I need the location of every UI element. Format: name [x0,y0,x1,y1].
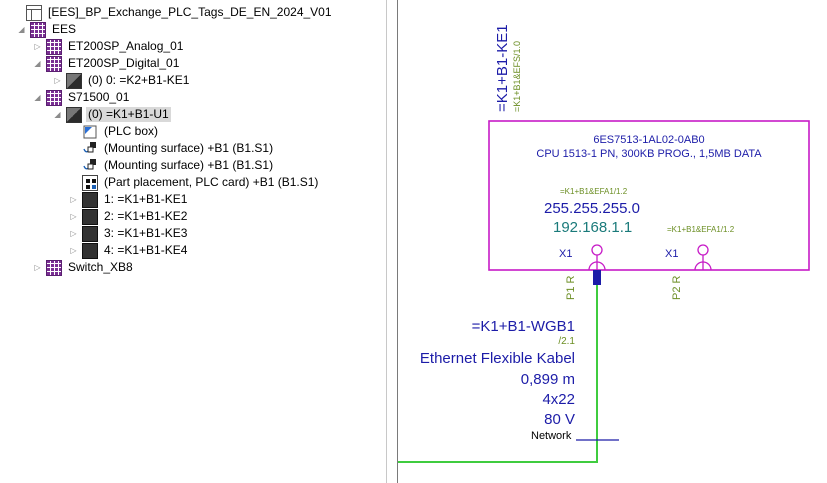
device-group-icon [46,89,62,106]
tree-item-label: (Part placement, PLC card) +B1 (B1.S1) [104,175,319,189]
tree-item-label: ET200SP_Analog_01 [68,39,184,53]
expand-arrow-icon[interactable]: ▷ [70,229,77,238]
plc-device-icon [66,72,82,89]
collapse-arrow-icon[interactable]: ◢ [34,93,41,102]
tree-item[interactable]: ◢ (0) =K1+B1-U1 [52,106,171,123]
tree-item[interactable]: (Part placement, PLC card) +B1 (B1.S1) [68,174,320,191]
port-x1-right-label: X1 [665,248,678,260]
collapse-arrow-icon[interactable]: ◢ [18,25,25,34]
tree-item-label: (PLC box) [104,124,159,138]
tree-item-label: EES [52,22,77,36]
expand-arrow-icon[interactable]: ▷ [70,246,77,255]
port-p1-symbol[interactable] [588,244,606,271]
tree-item-label: (0) 0: =K2+B1-KE1 [88,73,190,87]
ip-address: 192.168.1.1 [553,219,632,236]
mounting-surface-icon [82,158,98,174]
plc-device-icon [66,106,82,123]
tree-item-label: (Mounting surface) +B1 (B1.S1) [104,141,274,155]
expand-arrow-icon [68,160,79,171]
plc-box[interactable] [488,120,810,271]
mounting-surface-icon [82,141,98,157]
tree-item-label: S71500_01 [68,90,130,104]
tree-item[interactable]: (Mounting surface) +B1 (B1.S1) [68,157,275,174]
tree-item[interactable]: ◢ EES [16,21,78,38]
device-group-icon [46,259,62,276]
port-p1-name: P1 R [565,275,577,300]
tree-item[interactable]: (PLC box) [68,123,160,140]
expand-arrow-icon [68,177,79,188]
tree-item[interactable]: ▷ 3: =K1+B1-KE3 [68,225,189,242]
schematic-canvas[interactable]: =K1+B1-KE1 =K1+B1&EFS/1.0 6ES7513-1AL02-… [398,0,827,483]
plc-card-icon [82,208,98,225]
plc-card-icon [82,225,98,242]
tree-item-label: 3: =K1+B1-KE3 [104,226,188,240]
part-number: 6ES7513-1AL02-0AB0 [593,134,704,146]
tree-item-label: 4: =K1+B1-KE4 [104,243,188,257]
plc-card-icon [82,242,98,259]
tree-item[interactable]: ▷ (0) 0: =K2+B1-KE1 [52,72,191,89]
expand-arrow-icon[interactable]: ▷ [34,263,41,272]
cross-reference-right: =K1+B1&EFA1/1.2 [667,225,735,234]
panel-splitter[interactable] [386,0,387,483]
port-p2-symbol[interactable] [694,244,712,271]
plc-card-icon [82,191,98,208]
plc-description: CPU 1513-1 PN, 300KB PROG., 1,5MB DATA [536,148,762,160]
cable-type: Ethernet Flexible Kabel [420,350,575,367]
cross-reference-left: =K1+B1&EFA1/1.2 [560,187,628,196]
part-placement-icon [82,174,98,191]
tree-item-label: 1: =K1+B1-KE1 [104,192,188,206]
cable-connection-point[interactable] [593,270,601,285]
expand-arrow-icon[interactable]: ▷ [70,212,77,221]
collapse-arrow-icon[interactable]: ◢ [54,110,61,119]
tree-item-label: (0) =K1+B1-U1 [86,107,171,122]
cable-tag[interactable]: =K1+B1-WGB1 [472,318,575,335]
tree-item[interactable]: ▷ ET200SP_Analog_01 [32,38,185,55]
tree-item[interactable]: ▷ Switch_XB8 [32,259,135,276]
tree-item[interactable]: (Mounting surface) +B1 (B1.S1) [68,140,275,157]
tree-item-label: (Mounting surface) +B1 (B1.S1) [104,158,274,172]
tree-item[interactable]: ◢ S71500_01 [32,89,131,106]
project-icon [26,4,42,21]
device-group-icon [46,55,62,72]
plc-box-icon [82,124,98,140]
tree-item-label: 2: =K1+B1-KE2 [104,209,188,223]
expand-arrow-icon [12,7,23,18]
device-tag[interactable]: =K1+B1-KE1 [494,24,511,112]
canvas-margin [387,0,398,483]
device-group-icon [30,21,46,38]
tree-item[interactable]: ▷ 2: =K1+B1-KE2 [68,208,189,225]
tree-item[interactable]: ▷ 4: =K1+B1-KE4 [68,242,189,259]
network-label: Network [531,430,572,442]
canvas-border [397,0,398,483]
device-group-icon [46,38,62,55]
expand-arrow-icon[interactable]: ▷ [70,195,77,204]
tree-item-label: Switch_XB8 [68,260,133,274]
port-p2-name: P2 R [671,275,683,300]
tree-item-label: ET200SP_Digital_01 [68,56,180,70]
subnet-mask: 255.255.255.0 [544,200,640,217]
tree-item-label: [EES]_BP_Exchange_PLC_Tags_DE_EN_2024_V0… [48,5,332,19]
project-tree-panel: [EES]_BP_Exchange_PLC_Tags_DE_EN_2024_V0… [0,0,386,483]
expand-arrow-icon [68,143,79,154]
port-x1-left-label: X1 [559,248,572,260]
cable-reference: /2.1 [558,336,575,347]
tree-item[interactable]: ▷ 1: =K1+B1-KE1 [68,191,189,208]
ethernet-cable-line[interactable] [398,285,598,463]
device-reference: =K1+B1&EFS/1.0 [512,41,522,112]
cable-voltage: 80 V [544,411,575,428]
expand-arrow-icon[interactable]: ▷ [54,76,61,85]
expand-arrow-icon[interactable]: ▷ [34,42,41,51]
cable-length: 0,899 m [521,371,575,388]
expand-arrow-icon [68,126,79,137]
tree-item[interactable]: [EES]_BP_Exchange_PLC_Tags_DE_EN_2024_V0… [12,4,334,21]
cable-cross-section: 4x22 [542,391,575,408]
collapse-arrow-icon[interactable]: ◢ [34,59,41,68]
tree-item[interactable]: ◢ ET200SP_Digital_01 [32,55,181,72]
